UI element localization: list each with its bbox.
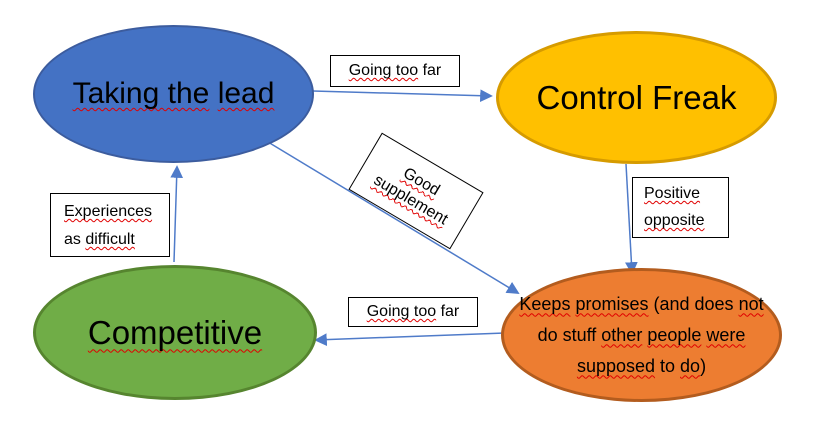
label-line: supposed to do): [519, 351, 763, 382]
label-text: (and does: [648, 293, 739, 314]
label-text: far: [436, 303, 460, 320]
label-line: opposite: [644, 207, 728, 234]
label-text: other: [601, 324, 643, 345]
label-line: do stuff other people were: [519, 320, 763, 351]
node-taking-the-lead[interactable]: Taking the lead: [33, 25, 314, 163]
node-taking-the-lead-label: Taking the lead: [73, 77, 275, 111]
node-keeps-promises[interactable]: Keeps promises (and does not do stuff ot…: [501, 268, 782, 402]
node-control-freak[interactable]: Control Freak: [496, 31, 777, 164]
label-line: Keeps promises (and does not: [519, 289, 763, 320]
label-text: difficult: [85, 231, 135, 248]
label-line: Positive: [644, 180, 728, 207]
label-text: supposed: [576, 355, 656, 376]
label-text: Keeps: [519, 293, 571, 314]
edge-label-going-too-far-top[interactable]: Going too far: [330, 55, 460, 87]
arrow-taking-lead-to-control-freak[interactable]: [312, 89, 493, 103]
node-competitive[interactable]: Competitive: [33, 265, 317, 400]
label-text: to: [655, 355, 681, 376]
arrow-keeps-promises-to-competitive[interactable]: [314, 332, 506, 346]
label-text: lead: [217, 77, 275, 110]
edge-label-going-too-far-bottom[interactable]: Going too far: [348, 297, 478, 327]
edge-label-experiences-as-difficult[interactable]: Experiences as difficult: [50, 193, 170, 257]
label-text: Positive: [644, 185, 701, 202]
label-text: far: [418, 62, 442, 79]
label-text: promises: [575, 293, 649, 314]
arrow-control-freak-to-keeps-promises[interactable]: [625, 163, 638, 275]
arrow-competitive-to-taking-lead[interactable]: [170, 165, 184, 263]
label-text: as: [64, 231, 86, 248]
label-line: Experiences: [64, 198, 169, 226]
label-text: do stuff: [537, 324, 602, 345]
node-competitive-label: Competitive: [87, 313, 263, 351]
node-keeps-promises-label: Keeps promises (and does not do stuff ot…: [519, 289, 763, 382]
arrow-taking-lead-to-keeps-promises[interactable]: [267, 141, 520, 294]
label-text: opposite: [644, 212, 705, 229]
label-text: [209, 77, 217, 110]
node-control-freak-label: Control Freak: [536, 78, 737, 116]
label-text: do: [680, 355, 701, 376]
label-text: Taking the: [72, 77, 210, 110]
label-text: Going too: [366, 303, 437, 320]
label-text: Going too: [348, 62, 419, 79]
label-text: Experiences: [64, 203, 153, 220]
label-line: as difficult: [64, 226, 169, 254]
label-text: people: [647, 324, 702, 345]
label-text: ): [700, 355, 707, 376]
label-text: not: [738, 293, 764, 314]
edge-label-positive-opposite[interactable]: Positive opposite: [632, 177, 729, 238]
label-text: were: [706, 324, 746, 345]
